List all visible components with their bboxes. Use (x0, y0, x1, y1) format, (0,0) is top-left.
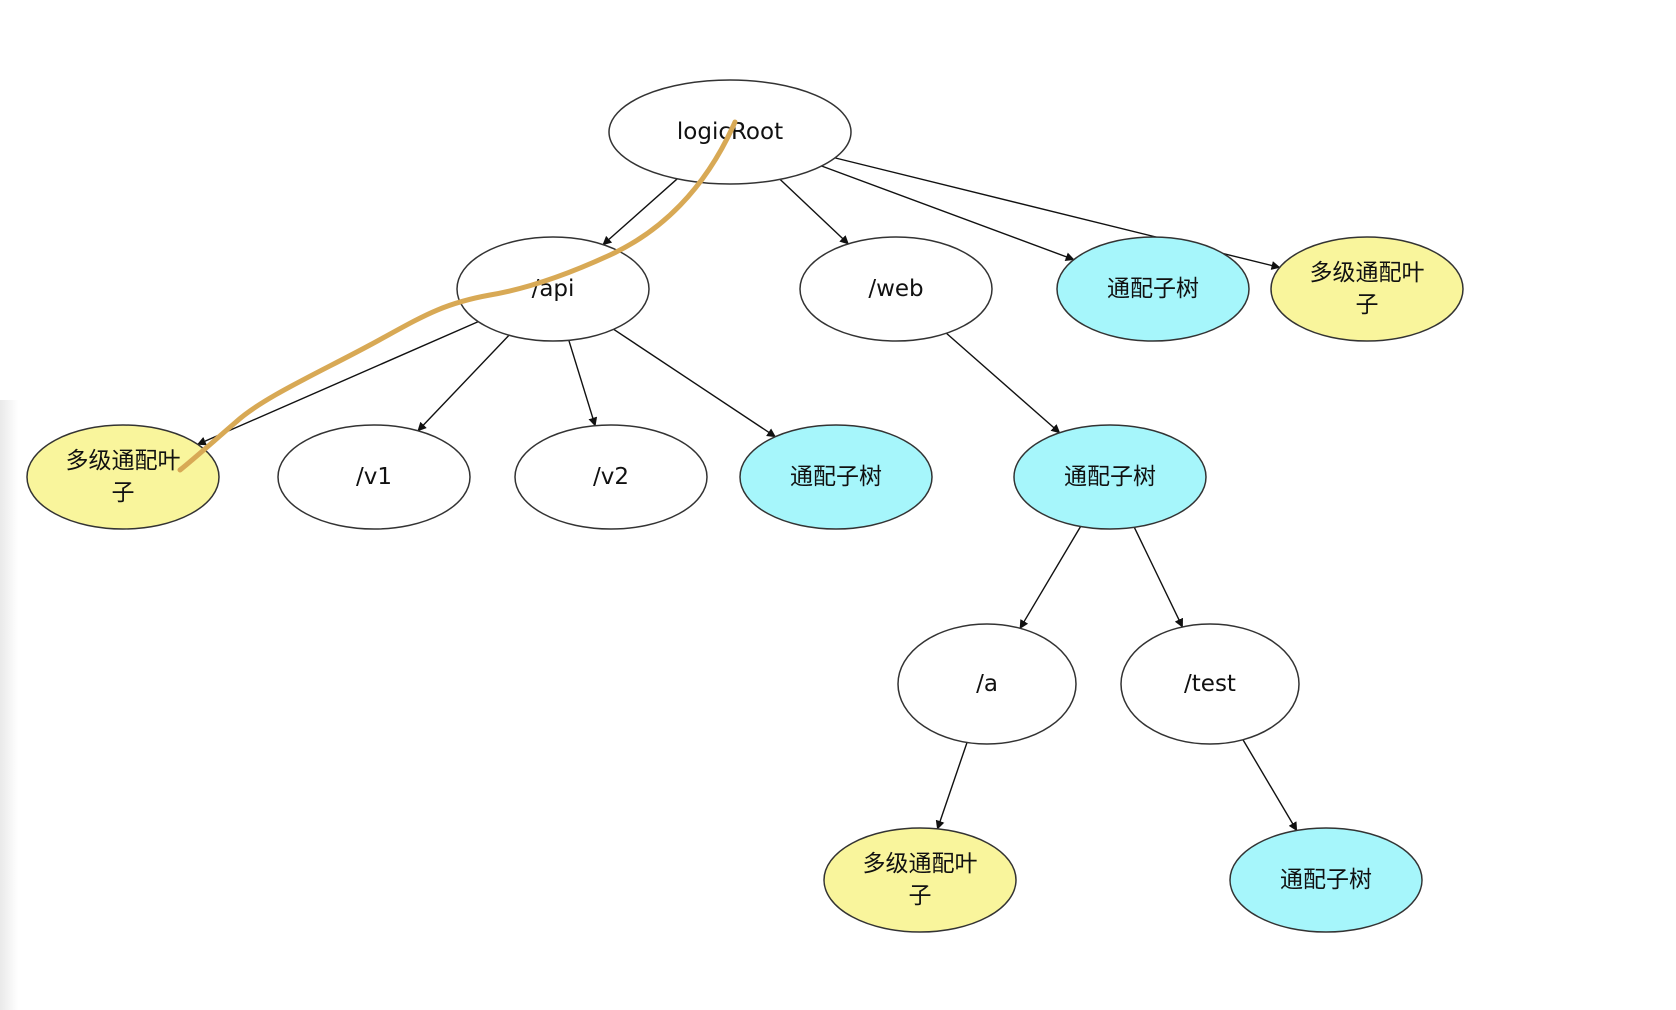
node-test-subtree: 通配子树 (1229, 827, 1423, 933)
node-label-api-leaf-line-2: 子 (112, 480, 135, 506)
node-web: /web (799, 236, 993, 342)
highlighted-match-path (177, 119, 738, 473)
node-shape-api-subtree (739, 424, 933, 530)
edge-web-to-web-subtree (945, 332, 1061, 434)
node-v1: /v1 (277, 424, 471, 530)
edge-test-to-test-subtree (1242, 739, 1298, 832)
node-label-root-leaf-line-1: 多级通配叶 (1310, 260, 1425, 286)
node-shape-web-subtree (1013, 424, 1207, 530)
node-v2: /v2 (514, 424, 708, 530)
node-label-v2: /v2 (593, 464, 629, 490)
node-label-v1: /v1 (356, 464, 392, 490)
edge-logicRoot-to-root-subtree (821, 165, 1075, 262)
node-shape-a (897, 623, 1077, 745)
node-a: /a (897, 623, 1077, 745)
node-label-web: /web (868, 276, 923, 302)
node-api: /api (456, 236, 650, 342)
node-label-a-leaf-line-2: 子 (909, 883, 932, 909)
node-shape-web (799, 236, 993, 342)
node-label-api-subtree: 通配子树 (790, 464, 882, 490)
node-test: /test (1120, 623, 1300, 745)
node-shape-test (1120, 623, 1300, 745)
edge-web-subtree-to-test (1133, 527, 1184, 628)
node-label-test: /test (1184, 671, 1236, 697)
node-label-api-leaf-line-1: 多级通配叶 (66, 448, 181, 474)
node-shape-v2 (514, 424, 708, 530)
edge-logicRoot-to-web (779, 178, 849, 245)
node-label-a-leaf-line-1: 多级通配叶 (863, 851, 978, 877)
node-label-a: /a (976, 671, 998, 697)
node-shape-root-subtree (1056, 236, 1250, 342)
node-shape-root-leaf (1270, 236, 1464, 342)
node-label-root-subtree: 通配子树 (1107, 276, 1199, 302)
node-label-web-subtree: 通配子树 (1064, 464, 1156, 490)
node-shape-api-leaf (26, 424, 220, 530)
edge-api-to-v2 (568, 340, 598, 427)
node-web-subtree: 通配子树 (1013, 424, 1207, 530)
edge-web-subtree-to-a (1019, 526, 1082, 630)
node-shape-a-leaf (823, 827, 1017, 933)
edge-logicRoot-to-api (602, 178, 678, 246)
edge-api-to-api-leaf (196, 321, 479, 446)
node-api-subtree: 通配子树 (739, 424, 933, 530)
node-label-test-subtree: 通配子树 (1280, 867, 1372, 893)
edge-api-to-api-subtree (613, 328, 777, 438)
node-root-subtree: 通配子树 (1056, 236, 1250, 342)
node-label-root-leaf-line-2: 子 (1356, 292, 1379, 318)
node-shape-api (456, 236, 650, 342)
node-shape-test-subtree (1229, 827, 1423, 933)
edge-api-to-v1 (417, 334, 510, 432)
left-edge-shadow (0, 400, 18, 1010)
edge-a-to-a-leaf (935, 742, 968, 830)
node-shape-v1 (277, 424, 471, 530)
